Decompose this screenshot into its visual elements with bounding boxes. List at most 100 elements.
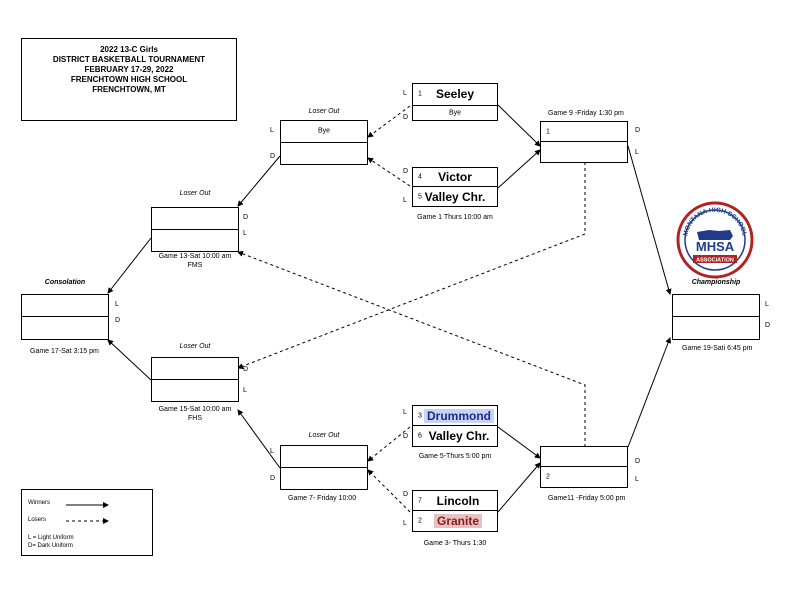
game-15-venue: FHS [188, 415, 202, 422]
team-name: Drummond [413, 408, 497, 423]
game-7-box [280, 445, 368, 490]
game-11-bottom-slot: 2 [541, 467, 627, 487]
uniform-dark-label: D [270, 153, 276, 160]
uniform-dark-label: D [765, 322, 771, 329]
team-name: Lincoln [436, 493, 480, 508]
seed-number: 4 [418, 173, 422, 181]
team-highlight: Drummond [424, 408, 494, 423]
game-13-caption: Game 13-Sat 10:00 am [158, 253, 232, 260]
uniform-light-label: L [403, 197, 407, 204]
uniform-light-label: L [403, 409, 407, 416]
game-1-caption: Game 1 Thurs 10:00 am [417, 214, 493, 221]
game-9-bottom-slot [541, 142, 627, 162]
game-11-top-slot [541, 447, 627, 467]
title-line-4: FRENCHTOWN HIGH SCHOOL [70, 75, 188, 84]
game-3-box: 7 Lincoln 2 Granite [412, 490, 498, 532]
game-11-caption: Game11 -Friday 5:00 pm [548, 495, 626, 502]
uniform-dark-label: D [243, 214, 249, 221]
game-5-bottom-slot: 6 Valley Chr. [413, 426, 497, 446]
seeley-slot: 1 Seeley [413, 84, 497, 106]
loser-out-heading: Loser Out [308, 432, 340, 439]
game-13-bottom-slot [152, 230, 238, 252]
game-9-caption: Game 9 -Friday 1:30 pm [548, 110, 624, 117]
logo-main-text: MHSA [696, 239, 735, 254]
team-name: Valley Chr. [428, 429, 490, 443]
championship-bottom-slot [673, 317, 759, 339]
game-15-caption: Game 15-Sat 10:00 am [158, 406, 232, 413]
legend-losers-label: Losers [28, 517, 47, 523]
loser-out-heading: Loser Out [179, 343, 211, 350]
seed-number: 7 [418, 497, 422, 504]
loser-out-heading: Loser Out [308, 108, 340, 115]
uniform-dark-label: D [403, 433, 409, 440]
seeley-bye-box: 1 Seeley Bye [412, 83, 498, 121]
game-7-top-slot [281, 446, 367, 468]
mhsa-logo: MONTANA HIGH SCHOOL MHSA ASSOCIATION [675, 200, 755, 280]
game-9-top-slot: 1 [541, 122, 627, 142]
seed-number: 5 [418, 193, 422, 200]
title-line-3: FEBRUARY 17-29, 2022 [84, 65, 174, 74]
title-line-5: FRENCHTOWN, MT [92, 85, 166, 94]
legend-winners-label: Winners [28, 500, 51, 506]
game-11-box: 2 [540, 446, 628, 488]
game-1-top-slot: 4 Victor [413, 168, 497, 187]
game-3-bottom-slot: 2 Granite [413, 511, 497, 531]
uniform-light-label: L [403, 90, 407, 97]
uniform-light-label: L [270, 127, 274, 134]
game-13-venue: FMS [187, 262, 203, 269]
consolation-bottom-slot [22, 317, 108, 339]
game-1-bottom-slot: 5 Valley Chr. [413, 187, 497, 206]
championship-top-slot [673, 295, 759, 317]
consolation-box [21, 294, 109, 340]
uniform-light-label: L [635, 476, 639, 483]
game-7-caption: Game 7- Friday 10:00 [288, 495, 357, 502]
mhsa-seal-icon: MONTANA HIGH SCHOOL MHSA ASSOCIATION [676, 201, 754, 279]
seed-number: 1 [546, 128, 550, 135]
uniform-light-label: L [115, 301, 119, 308]
uniform-dark-label: D [270, 475, 276, 482]
game-1-box: 4 Victor 5 Valley Chr. [412, 167, 498, 207]
title-line-2: DISTRICT BASKETBALL TOURNAMENT [52, 55, 206, 64]
team-name: Granite [413, 514, 497, 528]
uniform-dark-label: D [115, 317, 121, 324]
game-7-bottom-slot [281, 468, 367, 490]
logo-bottom-text: ASSOCIATION [696, 258, 734, 264]
team-highlight: Granite [433, 514, 482, 528]
uniform-light-label: L [403, 520, 407, 527]
tournament-title-box: 2022 13-C Girls DISTRICT BASKETBALL TOUR… [21, 38, 237, 121]
team-name: Seeley [435, 87, 475, 102]
title-line-1: 2022 13-C Girls [100, 45, 158, 54]
game-3-top-slot: 7 Lincoln [413, 491, 497, 511]
game-9-box: 1 [540, 121, 628, 163]
uniform-dark-label: D [635, 127, 641, 134]
uniform-light-label: L [635, 149, 639, 156]
uniform-dark-label: D [635, 458, 641, 465]
championship-box [672, 294, 760, 340]
seed-number: 3 [418, 412, 422, 419]
game-13-box [151, 207, 239, 252]
legend-box: Winners Losers L = Light Uniform D= Dark… [21, 489, 153, 556]
uniform-light-label: L [243, 230, 247, 237]
game-5-caption: Game 5-Thurs 5:00 pm [418, 453, 492, 460]
consolation-top-slot [22, 295, 108, 317]
game-15-box [151, 357, 239, 402]
uniform-light-label: L [270, 448, 274, 455]
empty-slot [281, 143, 367, 165]
loser-out-heading: Loser Out [179, 190, 211, 197]
loser-out-bye-box: Bye [280, 120, 368, 165]
championship-caption: Game 19-Sati 6:45 pm [682, 345, 753, 352]
uniform-light-label: L [243, 387, 247, 394]
game-13-top-slot [152, 208, 238, 230]
bye-slot: Bye [281, 121, 367, 143]
seed-number: 1 [418, 90, 422, 98]
uniform-dark-label: D [403, 114, 409, 121]
uniform-dark-label: D [243, 366, 249, 373]
seed-number: 2 [546, 473, 550, 481]
team-name: Victor [438, 170, 472, 184]
bye-slot: Bye [413, 106, 497, 120]
game-5-box: 3 Drummond 6 Valley Chr. [412, 405, 498, 447]
bye-label: Bye [448, 109, 462, 117]
game-15-top-slot [152, 358, 238, 380]
consolation-caption: Game 17-Sat 3:15 pm [30, 348, 99, 355]
